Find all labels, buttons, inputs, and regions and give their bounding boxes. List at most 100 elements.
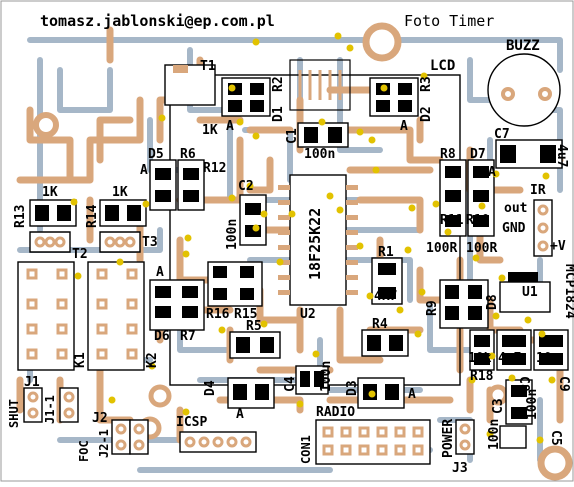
j1-1-label: J1-1 [43,395,57,424]
jumper-headers [23,199,553,455]
k2-label: K2 [145,352,160,368]
r12-value: 1K [202,123,218,138]
d2-anode-mark: A [400,119,408,134]
c2-label: C2 [238,179,254,194]
icsp-label: ICSP [176,415,207,430]
r1-label: R1 [378,245,394,260]
j2-label: J2 [92,411,108,426]
ir-vplus-label: +V [550,239,566,254]
radio-connector [315,419,431,465]
c7-label: C7 [494,127,510,142]
r1-value: 4K7 [374,289,397,304]
r16-label: R16 [206,307,230,322]
buzzer-pad [538,87,552,101]
c4-label: C4 [283,376,298,392]
c9-label: C9 [556,376,571,392]
r5-label: R5 [246,319,262,334]
d4-label: D4 [203,380,218,396]
ir-label: IR [530,183,546,198]
d8-label: D8 [485,294,500,310]
c3-label: C3 [491,398,506,414]
r14-label: R14 [85,204,100,228]
j2-1-label: J2-1 [97,429,111,458]
c5-label: C5 [548,430,563,446]
c2-value: 100n [225,219,240,250]
d3-anode-mark: A [408,387,416,402]
u2-label: U2 [300,307,316,322]
d6-anode-mark: A [156,265,164,280]
d6-label: D6 [154,329,170,344]
r2-label: R2 [271,76,286,92]
r9-label: R9 [425,300,440,316]
r10-value: 100R [466,241,497,256]
lcd-connector-pins [298,70,342,100]
c8-label: C8 [516,376,531,392]
ir-gnd-label: GND [502,221,526,236]
r10-label: R10 [466,213,490,228]
buzz-label: BUZZ [506,38,540,54]
con1-label: CON1 [299,435,313,464]
c5-value: 100n [487,419,502,450]
radio-label: RADIO [316,405,355,420]
mcu-pins [278,185,358,295]
power-label: POWER [441,419,456,458]
r8-label: R8 [440,147,456,162]
t1-tab [173,65,188,73]
r6-label: R6 [180,147,196,162]
radio-pins [322,426,424,456]
d2-label: D2 [419,106,434,122]
r14-value: 1K [112,185,128,200]
smd-components [29,77,569,449]
r15-label: R15 [234,307,257,322]
foc-label: FOC [77,440,91,462]
c1-value: 100n [304,147,335,162]
d5-anode-mark: A [140,163,148,178]
relays [17,261,145,371]
icsp-pins [184,436,252,448]
t1-label: T1 [200,59,216,74]
regulator-label: MCP1824 [562,264,574,319]
t3-label: T3 [142,235,158,250]
d7-label: D7 [470,147,486,162]
r3-label: R3 [419,76,434,92]
c4-value: 100n [319,361,334,392]
email-text: tomasz.jablonski@ep.com.pl [40,12,275,30]
d1-anode-mark: A [226,119,234,134]
mcu-label: 18F25K22 [306,208,324,280]
r13-value: 1K [42,185,58,200]
c7-value: 4u7 [554,144,569,167]
r13-label: R13 [13,205,28,228]
c9-value: 10u [536,351,559,366]
vias [70,32,556,444]
mcu-body [289,174,347,306]
mounting-holes [33,22,573,481]
r18-value: 10k [468,351,492,366]
d4-anode-mark: A [236,407,244,422]
r12-label: R12 [203,161,226,176]
lcd-label: LCD [430,58,455,74]
r11-value: 100R [426,241,457,256]
j1-label: J1 [24,375,40,390]
t2-label: T2 [72,247,88,262]
r18-label: R18 [470,369,494,384]
transistors-t2-t3 [29,231,141,253]
d1-label: D1 [271,106,286,122]
mounting-hole [148,384,172,408]
c8-value: 4u7 [498,351,521,366]
mounting-hole [362,22,402,62]
mounting-hole [33,112,59,138]
lcd-connector [289,59,351,111]
d3-label: D3 [345,380,360,396]
buzzer-pad [501,87,515,101]
r7-label: R7 [180,329,196,344]
k1-label: K1 [73,352,88,368]
shut-label: SHUT [7,399,21,428]
c1-label: C1 [285,128,300,144]
j3-label: J3 [452,461,468,476]
d5-label: D5 [148,147,164,162]
c3-value: 100n [525,389,540,420]
board-title: Foto Timer [404,12,494,30]
mounting-hole [537,445,573,481]
